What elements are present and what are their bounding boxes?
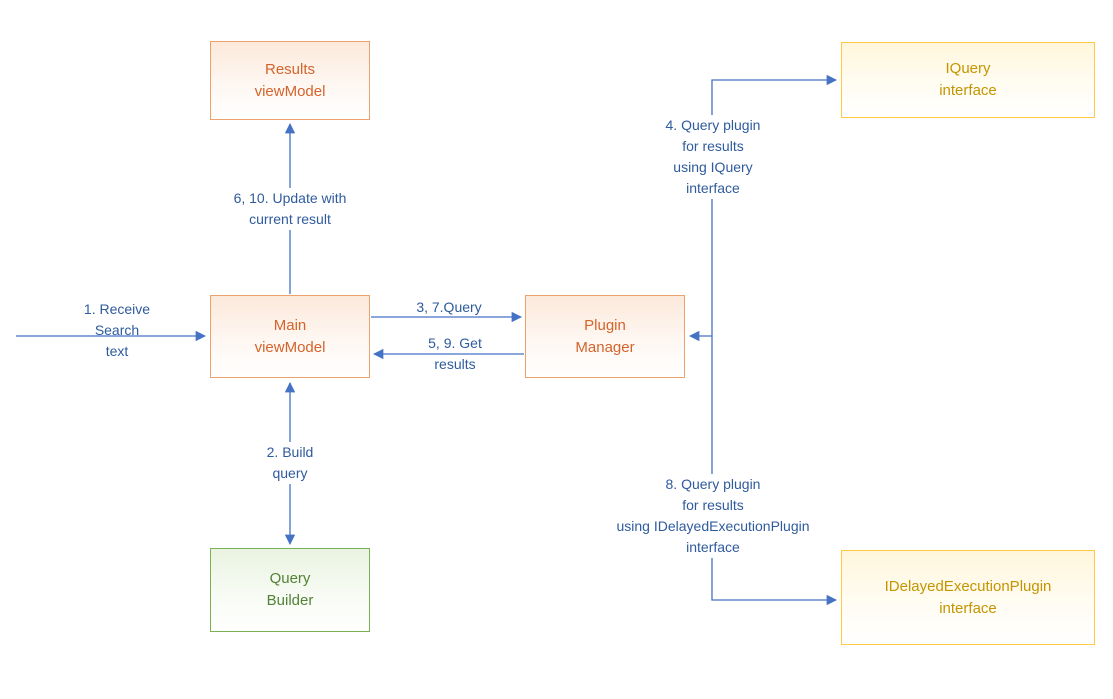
- node-label: IQuery: [945, 60, 991, 77]
- edge-label-line: for results: [682, 497, 744, 513]
- edge-label-line: Search: [94, 322, 140, 338]
- edge-label-line: 6, 10. Update with: [233, 190, 347, 206]
- node-label: Manager: [575, 338, 635, 356]
- edge-label-line: 4. Query plugin: [665, 117, 761, 133]
- node-label: Results: [264, 60, 316, 78]
- edge-label-line: results: [434, 356, 476, 372]
- edge-label-build-query: 2. Build query: [263, 442, 317, 484]
- edge-label-line: query: [272, 465, 308, 481]
- node-label: interface: [939, 82, 997, 99]
- edge-label-receive-search: 1. Receive Search text: [84, 299, 150, 362]
- arrow-query-plugin-idelayed: [711, 336, 838, 606]
- node-results-viewmodel: Results viewModel: [210, 41, 370, 120]
- edge-label-query: 3, 7.Query: [416, 297, 481, 318]
- edge-label-update-with-current-result: 6, 10. Update with current result: [230, 188, 350, 230]
- node-query-builder: Query Builder: [210, 548, 370, 632]
- edge-label-query-plugin-idelayed: 8. Query plugin for results using IDelay…: [613, 474, 813, 558]
- edge-label-line: text: [105, 343, 129, 359]
- edge-label-line: using IQuery: [673, 159, 753, 175]
- node-main-viewmodel: Main viewModel: [210, 295, 370, 378]
- node-label: interface: [939, 599, 997, 617]
- edge-label-line: 5, 9. Get: [428, 335, 482, 351]
- node-label: Query: [269, 570, 311, 587]
- node-label: viewModel: [254, 82, 326, 100]
- node-label: Main: [273, 316, 307, 334]
- node-label: Plugin: [584, 316, 626, 334]
- node-label: IDelayedExecutionPlugin: [884, 577, 1052, 595]
- node-label: viewModel: [254, 338, 326, 356]
- edge-label-line: interface: [686, 539, 740, 555]
- edge-label-line: 1. Receive: [83, 301, 151, 317]
- edge-label-line: for results: [682, 138, 744, 154]
- edge-label-query-plugin-iquery: 4. Query plugin for results using IQuery…: [662, 115, 764, 199]
- edge-label-line: 2. Build: [266, 444, 314, 460]
- arrow-query-plugin-iquery: [711, 74, 838, 336]
- edge-label-line: 8. Query plugin: [665, 476, 761, 492]
- node-idelayedexecutionplugin-interface: IDelayedExecutionPlugin interface: [841, 550, 1095, 645]
- node-iquery-interface: IQuery interface: [841, 42, 1095, 118]
- edge-label-get-results: 5, 9. Get results: [428, 333, 482, 375]
- edge-label-line: using IDelayedExecutionPlugin: [616, 518, 810, 534]
- edge-label-line: 3, 7.Query: [416, 299, 482, 315]
- node-plugin-manager: Plugin Manager: [525, 295, 685, 378]
- node-label: Builder: [266, 592, 314, 609]
- edge-label-line: interface: [686, 180, 740, 196]
- edge-label-line: current result: [249, 211, 331, 227]
